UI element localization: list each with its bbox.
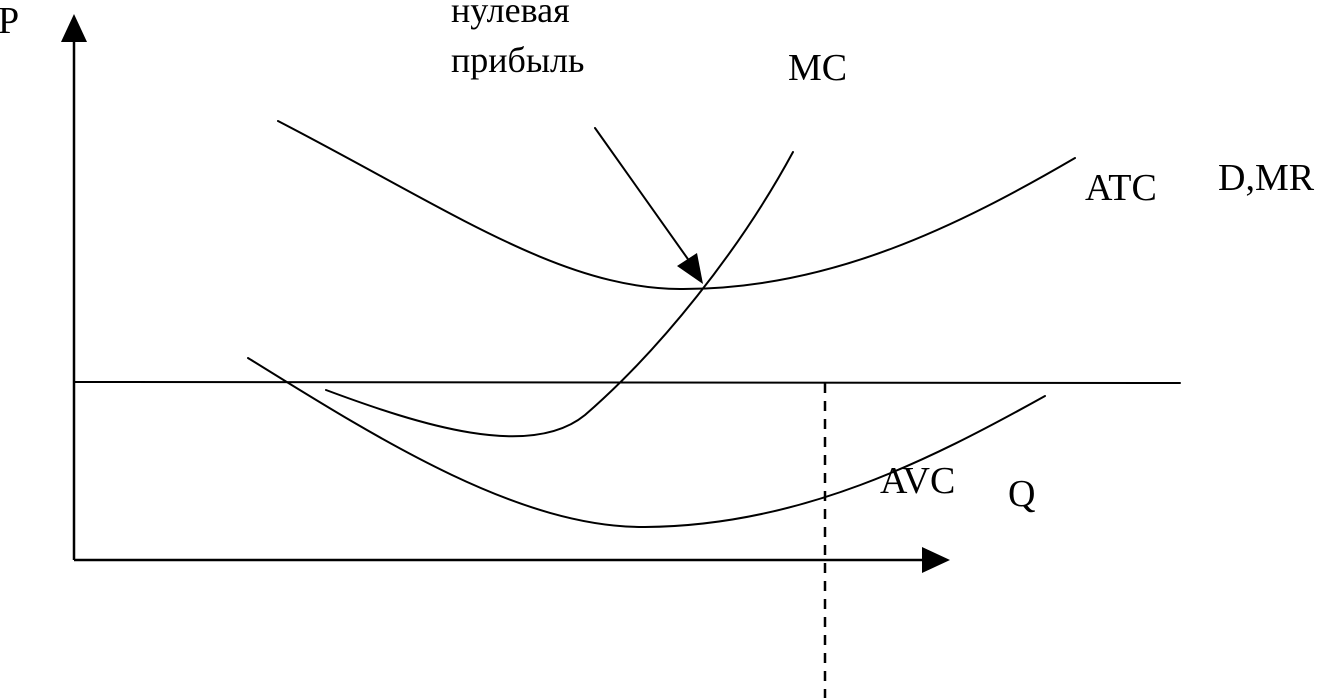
demand-mr-line: [73, 381, 1181, 384]
demand-mr-label: D,MR: [1218, 157, 1315, 199]
mc-label: MC: [788, 47, 847, 89]
x-axis-arrowhead: [922, 547, 950, 573]
mc-curve: [325, 151, 794, 438]
zero-profit-arrowhead: [677, 253, 703, 284]
avc-curve: [247, 357, 1046, 529]
atc-label: ATC: [1085, 167, 1157, 209]
annotation-line-1: нулевая: [451, 0, 570, 30]
x-axis-label: Q: [1008, 473, 1035, 515]
atc-curve: [277, 120, 1076, 291]
zero-profit-arrow-line: [594, 127, 691, 263]
y-axis-arrowhead: [61, 14, 87, 42]
avc-label: AVC: [880, 460, 955, 502]
annotation-line-2: прибыль: [451, 40, 584, 80]
y-axis-label: P: [0, 0, 19, 42]
